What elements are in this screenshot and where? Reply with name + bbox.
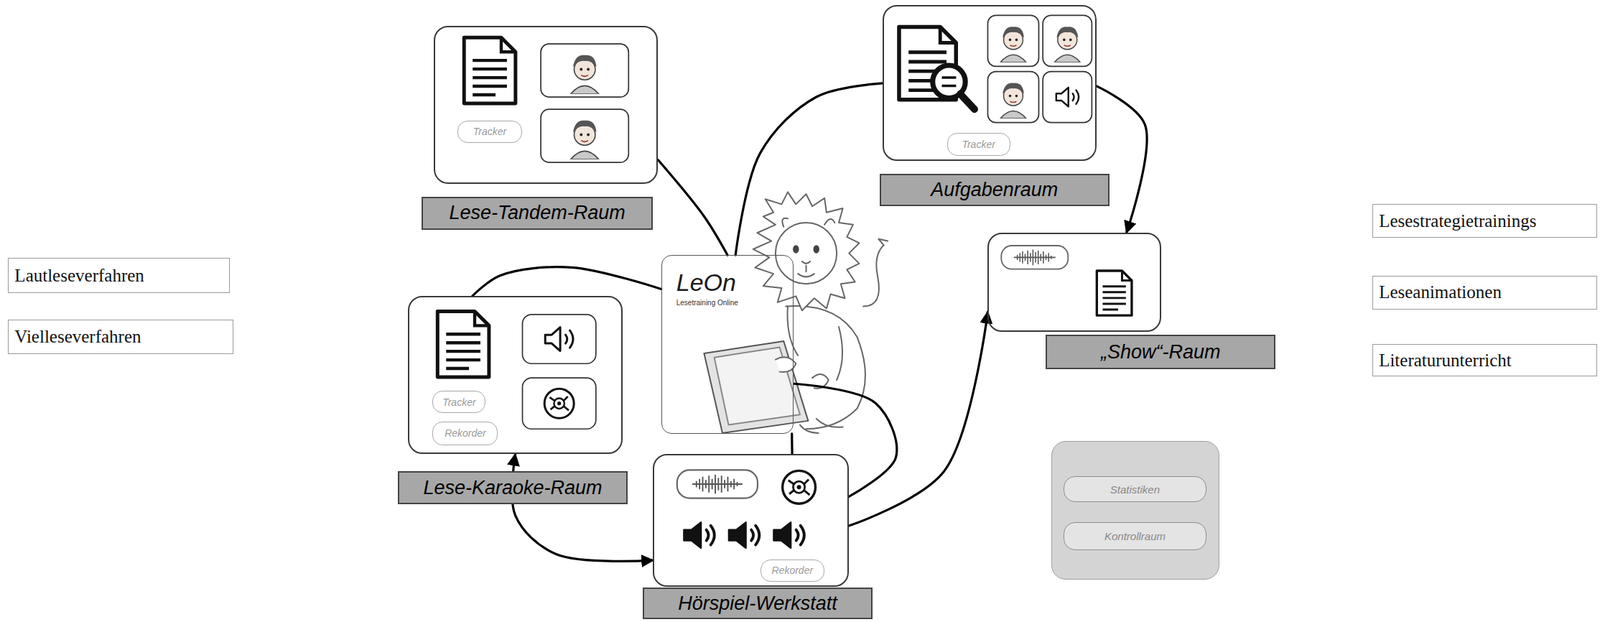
lion-illustration <box>703 191 888 434</box>
connector <box>735 83 883 255</box>
method-label: Literaturunterricht <box>1378 350 1512 371</box>
connector <box>1096 86 1147 233</box>
tool-pill: Rekorder <box>760 559 826 582</box>
logo-title: LeOn <box>676 268 737 297</box>
tool-label: Kontrollraum <box>1104 529 1166 543</box>
room-box: „Show“-Raum <box>987 232 1162 332</box>
logo-subtitle: Lesetraining Online <box>676 298 739 307</box>
tool-label: Rekorder <box>444 427 487 439</box>
tool-label: Statistiken <box>1110 483 1160 496</box>
room-label: Lese-Tandem-Raum <box>421 196 654 230</box>
room-label: Aufgabenraum <box>879 173 1110 207</box>
tool-label: Tracker <box>442 396 476 408</box>
room-label: Hörspiel-Werkstatt <box>642 587 873 620</box>
method-label: Lautleseverfahren <box>14 265 144 286</box>
tool-pill: Tracker <box>457 120 523 143</box>
method-label: Leseanimationen <box>1378 282 1502 303</box>
method-box: Lesestrategietrainings <box>1372 203 1598 238</box>
connector <box>512 453 653 561</box>
method-box: Literaturunterricht <box>1372 343 1598 377</box>
tool-label: Rekorder <box>771 564 814 576</box>
tool-pill: Kontrollraum <box>1063 522 1207 551</box>
method-box: Leseanimationen <box>1372 275 1598 310</box>
room-box: Lese-Karaoke-RaumTrackerRekorder <box>407 295 622 454</box>
radio-play-icons <box>677 469 816 548</box>
connector <box>793 383 897 497</box>
show-icons <box>1001 245 1132 316</box>
connector <box>657 160 728 256</box>
room-label: Lese-Karaoke-Raum <box>397 471 628 504</box>
connector <box>790 433 794 454</box>
tool-pill: Tracker <box>947 132 1011 157</box>
method-box: Vielleseverfahren <box>7 319 234 355</box>
room-box: Lese-Tandem-RaumTracker <box>433 25 659 184</box>
room-label: „Show“-Raum <box>1045 334 1276 370</box>
connector <box>472 267 662 296</box>
method-label: Lesestrategietrainings <box>1378 211 1537 232</box>
tool-pill: Rekorder <box>432 421 498 446</box>
tool-pill: Statistiken <box>1063 476 1207 503</box>
room-box: AufgabenraumTracker <box>882 5 1097 161</box>
tool-label: Tracker <box>961 138 995 151</box>
method-label: Vielleseverfahren <box>14 326 141 347</box>
room-box: Hörspiel-WerkstattRekorder <box>652 453 849 587</box>
tool-label: Tracker <box>473 125 507 138</box>
logo-box: LeOnLesetraining Online <box>661 254 795 434</box>
tool-pill: Tracker <box>432 390 486 413</box>
connector <box>848 311 988 526</box>
task-icons <box>899 15 1092 123</box>
control-panel: StatistikenKontrollraum <box>1051 440 1220 580</box>
method-box: Lautleseverfahren <box>7 257 230 293</box>
tandem-icons <box>463 37 629 163</box>
